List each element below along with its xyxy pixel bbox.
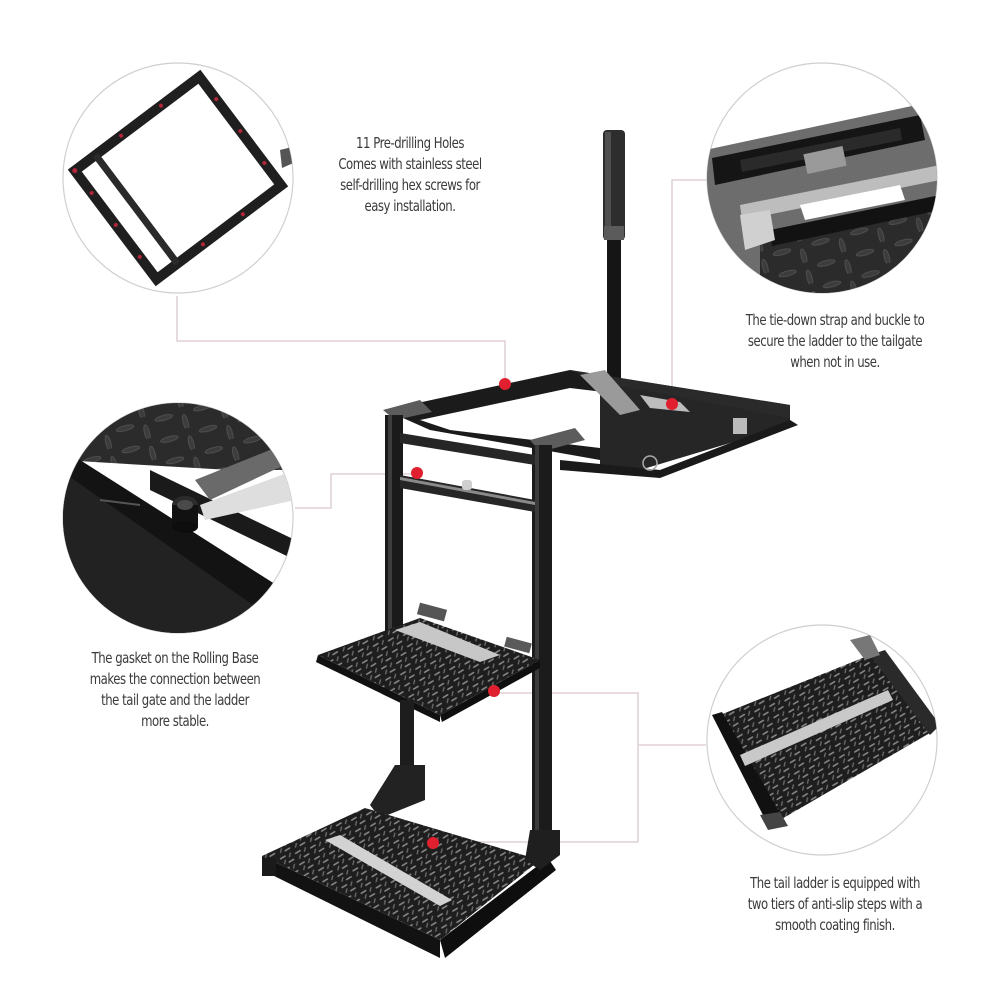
leader-line-strap	[671, 179, 712, 405]
callout-circle-holes	[62, 62, 294, 294]
caption-anti-slip-steps: The tail ladder is equipped with two tie…	[702, 873, 967, 936]
caption-tie-down-strap: The tie-down strap and buckle to secure …	[710, 310, 960, 373]
caption-line: Comes with stainless steel	[338, 155, 482, 173]
leader-line-gasket	[295, 473, 417, 509]
upper-step	[318, 618, 540, 715]
caption-line: The tie-down strap and buckle to	[745, 311, 925, 329]
callout-circle-gasket	[62, 402, 294, 634]
marker-lower-step	[427, 837, 439, 849]
caption-line: makes the connection between	[89, 670, 261, 688]
callout-circle-strap	[706, 62, 938, 294]
leader-line-holes	[176, 296, 506, 383]
callout-markers	[411, 378, 678, 849]
callout-circle-steps	[706, 624, 938, 856]
marker-strap	[666, 398, 678, 410]
caption-line: the tail gate and the ladder	[101, 691, 249, 709]
caption-line: more stable.	[141, 712, 209, 730]
caption-line: The tail ladder is equipped with	[750, 874, 920, 892]
caption-line: 11 Pre-drilling Holes	[356, 134, 464, 152]
marker-upper-step	[488, 685, 500, 697]
marker-holes	[499, 378, 511, 390]
caption-line: smooth coating finish.	[775, 916, 895, 934]
caption-line: self-drilling hex screws for	[340, 176, 480, 194]
caption-line: secure the ladder to the tailgate	[747, 332, 923, 350]
caption-line: two tiers of anti-slip steps with a	[747, 895, 923, 913]
caption-pre-drilling-holes: 11 Pre-drilling Holes Comes with stainle…	[301, 133, 519, 217]
marker-gasket	[411, 467, 423, 479]
caption-rolling-base-gasket: The gasket on the Rolling Base makes the…	[62, 648, 288, 732]
caption-line: easy installation.	[364, 197, 456, 215]
caption-line: The gasket on the Rolling Base	[91, 649, 259, 667]
ladder-product	[262, 130, 798, 958]
caption-line: when not in use.	[790, 353, 880, 371]
